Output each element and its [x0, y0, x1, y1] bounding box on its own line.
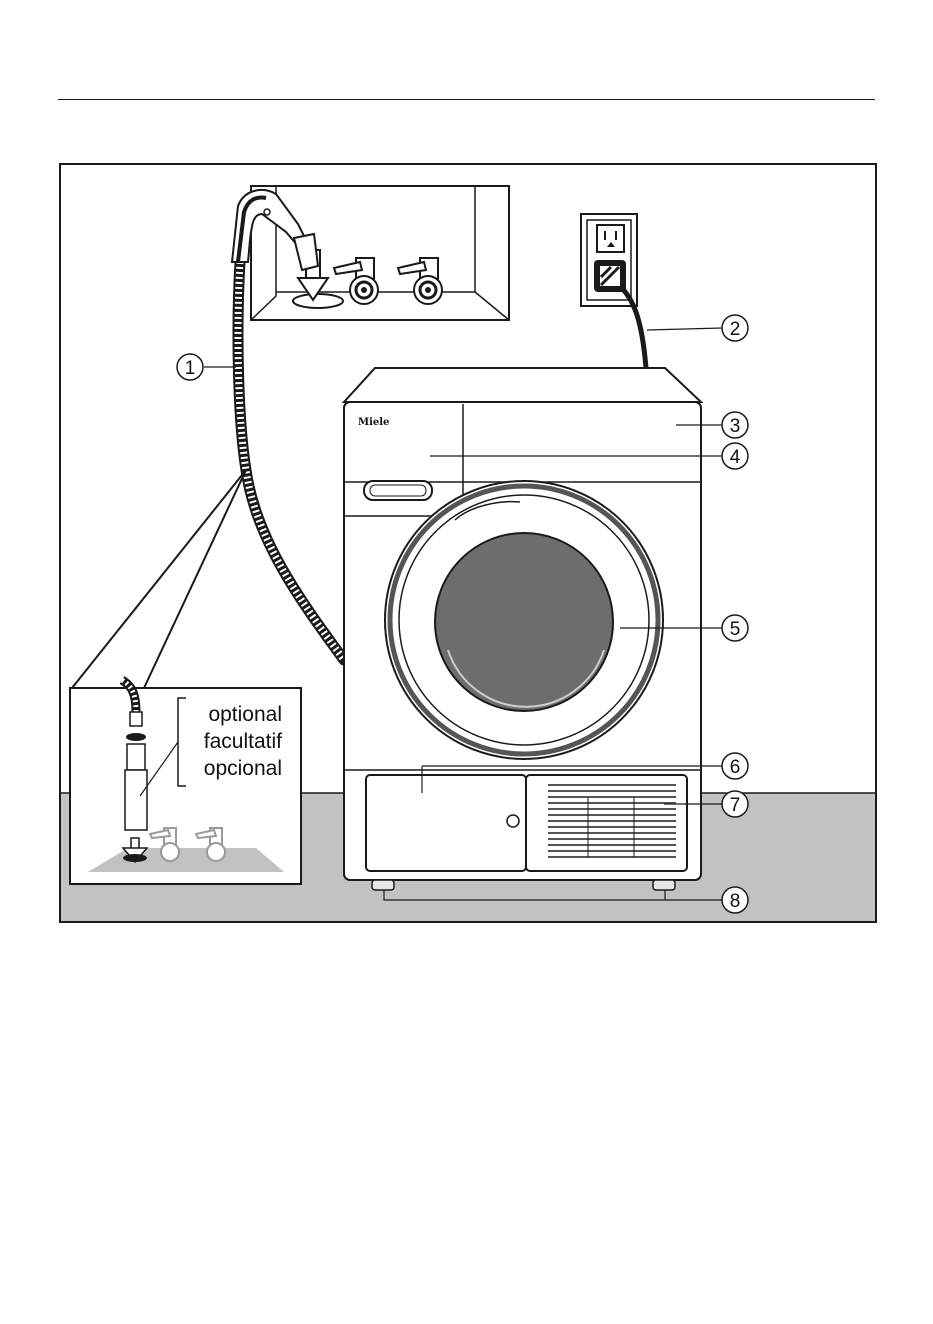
- drum-window: [435, 533, 613, 711]
- svg-text:1: 1: [185, 358, 196, 379]
- heat-exchanger-panel: [366, 775, 526, 871]
- callout-8: 8: [722, 887, 748, 913]
- panel-release-button: [507, 815, 519, 827]
- faucet-niche: [251, 186, 509, 320]
- dryer: Miele: [344, 368, 701, 890]
- svg-text:6: 6: [730, 757, 741, 778]
- callout-7: 7: [722, 791, 748, 817]
- optional-label-fr: facultatif: [204, 730, 282, 753]
- callout-1: 1: [177, 354, 203, 380]
- svg-text:2: 2: [730, 319, 741, 340]
- wall-outlet: [581, 214, 637, 306]
- callout-4: 4: [722, 443, 748, 469]
- callout-5: 5: [722, 615, 748, 641]
- svg-text:4: 4: [730, 447, 741, 468]
- svg-text:7: 7: [730, 795, 741, 816]
- foot-left: [372, 880, 394, 890]
- drain-hole: [293, 294, 343, 308]
- dryer-door: [385, 481, 663, 759]
- callout-3: 3: [722, 412, 748, 438]
- callout-6: 6: [722, 753, 748, 779]
- optional-label-en: optional: [208, 703, 282, 726]
- svg-text:5: 5: [730, 619, 741, 640]
- svg-text:3: 3: [730, 416, 741, 437]
- svg-text:8: 8: [730, 891, 741, 912]
- brand-logo: Miele: [358, 417, 389, 428]
- foot-right: [653, 880, 675, 890]
- callout-2: 2: [722, 315, 748, 341]
- optional-label-es: opcional: [204, 757, 282, 780]
